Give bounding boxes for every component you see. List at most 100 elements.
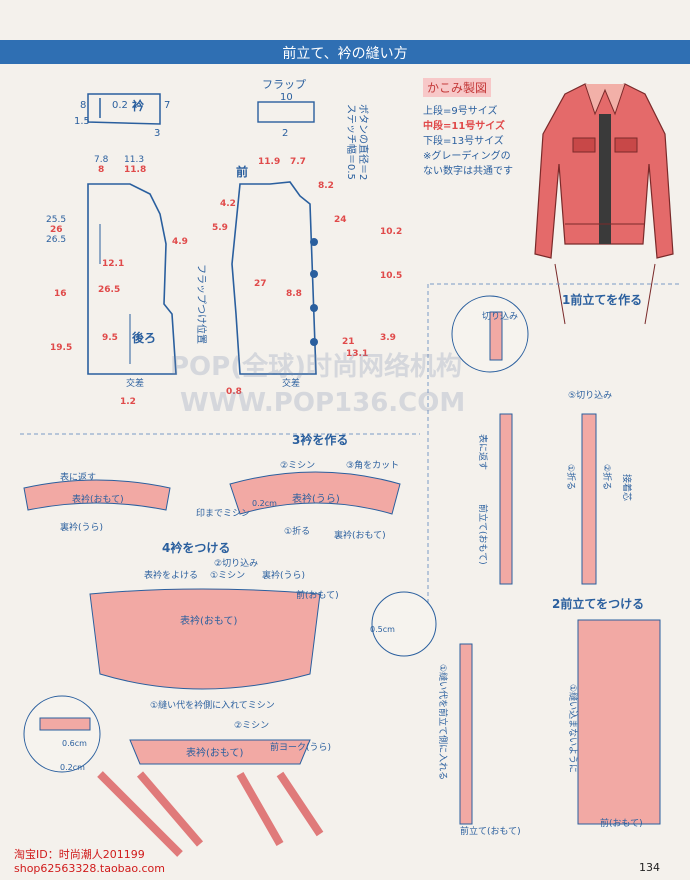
back-top-a-0: 7.8 — [94, 155, 109, 165]
step4-collar2: 表衿(おもて) — [186, 746, 244, 759]
front-right-d-1: 21 — [342, 337, 355, 347]
step4-front-omote: 前(おもて) — [296, 589, 339, 601]
step3-group: 3衿を作る 表衿(うら) ②ミシン ③角をカット 0.2cm ①折る 裏衿(おも… — [23, 432, 401, 541]
back-inner-b-1: 12.1 — [102, 259, 124, 269]
back-pattern: 後ろ 7.8 8 11.3 11.8 25.5 26 26.5 16 19.5 … — [46, 155, 188, 407]
step1-adh: 接着芯 — [621, 474, 633, 501]
front-star-1: 10.2 — [380, 227, 402, 237]
page-number: 134 — [639, 861, 660, 874]
back-n9: 9.5 — [102, 333, 118, 343]
legend-line-2: 中段=11号サイズ — [423, 121, 505, 132]
diagram-canvas: 衿 8 0.2 7 1.5 3 フラップ 10 2 ボタンの直径＝2 ステッチ幅… — [20, 78, 680, 857]
back-top-b-0: 11.3 — [124, 155, 144, 165]
front-right-a-1: 8.2 — [318, 181, 334, 191]
step3-m2: ②ミシン — [280, 461, 315, 471]
step3-back-collar: 裏衿(おもて) — [334, 529, 386, 541]
shop-line-2: shop62563328.taobao.com — [14, 862, 165, 875]
jacket-illustration — [534, 83, 674, 325]
step4-back-ura: 裏衿(うら) — [262, 569, 305, 581]
step3-fold: ①折る — [284, 525, 310, 537]
step2-group: 2前立てをつける 前立て(おもて) 前(おもて) ①縫い代を前立て側に入れる ①… — [370, 591, 661, 837]
step3-m3: ③角をカット — [346, 459, 399, 471]
front-label: 前 — [236, 164, 248, 179]
stitch-note-1: ボタンの直径＝2 — [357, 104, 370, 180]
front-bot-1: 0.8 — [226, 387, 242, 397]
step1-fold2: ②折る — [601, 464, 613, 490]
step4-m2: ②ミシン — [234, 721, 269, 731]
collar-n1: 0.2 — [112, 100, 128, 111]
shop-line-1: 淘宝ID：时尚潮人201199 — [14, 848, 145, 861]
step4-n06: 0.6cm — [62, 739, 87, 748]
back-top-a-1: 8 — [98, 165, 104, 175]
front-mid-1: 27 — [254, 279, 267, 289]
step1-group: 1前立てを作る 切り込み 表に返す 前立て(おもて) ①折る ②折る ⑤切り込み… — [451, 292, 642, 585]
flap-pattern: フラップ 10 2 — [257, 78, 315, 139]
legend-line-4: ※グレーディングの — [423, 151, 511, 162]
collar-top: 8 — [80, 100, 86, 111]
step2-front-r: 前(おもて) — [600, 817, 643, 829]
step3-outer-omote: 表衿(おもて) — [72, 493, 124, 505]
flap-note: フラップつけ位置 — [195, 264, 208, 344]
collar-n2: 7 — [164, 100, 170, 111]
flap-n2: 2 — [282, 128, 288, 139]
collar-label: 衿 — [132, 98, 144, 113]
step4-note: ①縫い代を衿側に入れてミシン — [150, 699, 275, 711]
step3-omote-ret: 表に返す — [60, 471, 96, 483]
stitch-note-2: ステッチ幅＝0.5 — [345, 104, 358, 180]
step3-n02: 0.2cm — [252, 499, 277, 508]
legend-line-3: 下段=13号サイズ — [423, 136, 504, 147]
step2-note: ①縫い代を前立て側に入れる — [437, 664, 449, 780]
step4-title: 4衿をつける — [162, 540, 230, 555]
legend-line-1: 上段=9号サイズ — [423, 106, 498, 117]
step1-fold: ①折る — [565, 464, 577, 490]
flap-label: フラップ — [262, 78, 306, 91]
legend-box-label: かこみ製図 — [423, 78, 492, 97]
front-top-b-1: 7.7 — [290, 157, 306, 167]
step3-title: 3衿を作る — [292, 432, 348, 447]
step3-mark: 印までミシン — [196, 507, 250, 519]
back-bot-1: 1.2 — [120, 397, 136, 407]
front-star2-1: 10.5 — [380, 271, 402, 281]
step2-title: 2前立てをつける — [552, 596, 644, 611]
back-inner-c-1: 26.5 — [98, 285, 120, 295]
step3-inner: 表衿(うら) — [292, 492, 340, 505]
step1-cut5: ⑤切り込み — [568, 390, 612, 401]
legend-line-5: ない数字は共通です — [423, 166, 513, 177]
step2-front-omote: 前立て(おもて) — [460, 825, 521, 837]
back-top-b-1: 11.8 — [124, 165, 146, 175]
back-label: 後ろ — [132, 330, 156, 345]
step4-group: 4衿をつける 表衿(おもて) 表衿をよける ②切り込み ①ミシン 裏衿(うら) … — [23, 540, 339, 857]
step4-cut: ②切り込み — [214, 558, 258, 569]
front-top-a-1: 11.9 — [258, 157, 280, 167]
flap-width: 10 — [280, 92, 293, 103]
front-mid-b-1: 8.8 — [286, 289, 302, 299]
size-legend: 上段=9号サイズ 中段=11号サイズ 下段=13号サイズ ※グレーディングの な… — [423, 104, 513, 179]
step4-m1: ①ミシン — [210, 571, 245, 581]
step4-n02: 0.2cm — [60, 763, 85, 772]
page-title: 前立て、衿の縫い方 — [282, 46, 408, 62]
back-side-a-2: 26.5 — [46, 235, 66, 245]
step4-collar: 表衿(おもて) — [180, 614, 238, 627]
step2-note2: ①縫い込まないように — [567, 684, 579, 773]
collar-n3: 1.5 — [74, 116, 90, 127]
back-side-b-1: 16 — [54, 289, 67, 299]
step4-avoid: 表衿をよける — [144, 569, 198, 581]
step1-title: 1前立てを作る — [562, 292, 642, 307]
title-bar: 前立て、衿の縫い方 — [0, 40, 690, 64]
step4-yoke: 前ヨーク(うら) — [270, 741, 331, 753]
watermark-2: WWW.POP136.COM — [180, 388, 466, 418]
front-cross: 交差 — [282, 377, 300, 389]
back-side-a-1: 26 — [50, 225, 63, 235]
back-bot: 交差 — [126, 377, 144, 389]
front-right-b-1: 24 — [334, 215, 347, 225]
step1-cut: 切り込み — [482, 311, 518, 322]
back-n45: 4.9 — [172, 237, 188, 247]
step1-omote: 表に返す — [477, 434, 489, 470]
collar-pattern: 衿 8 0.2 7 1.5 3 — [74, 93, 170, 139]
step3-outer-ura: 裏衿(うら) — [60, 521, 103, 533]
front-o-1: 3.9 — [380, 333, 396, 343]
collar-n5: 3 — [154, 128, 160, 139]
front-side-a-1: 4.2 — [220, 199, 236, 209]
front-right-e-1: 13.1 — [346, 349, 368, 359]
